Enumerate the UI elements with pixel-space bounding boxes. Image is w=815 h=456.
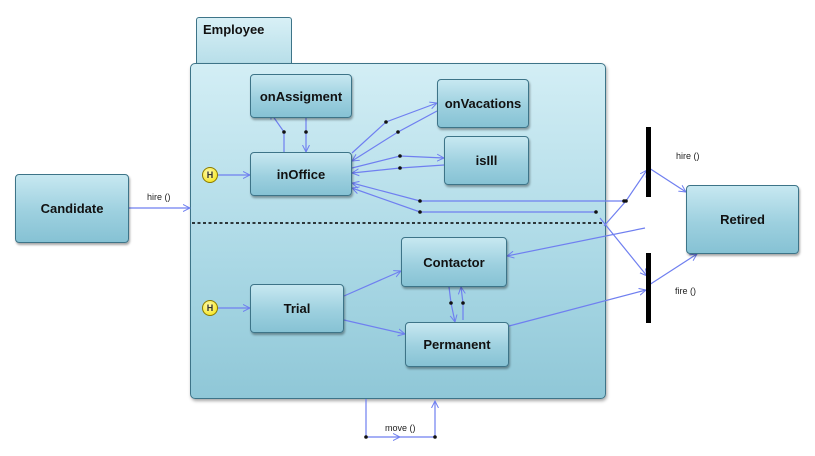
transition-isill-inoffice: [352, 164, 445, 173]
history-icon-upper[interactable]: H: [202, 167, 218, 183]
state-permanent[interactable]: Permanent: [405, 322, 509, 367]
state-contractor-label: Contactor: [423, 254, 485, 270]
transition-inoffice-onassignment: [270, 112, 285, 152]
label-hire-retired: hire (): [676, 151, 700, 161]
transition-to-hire-bar: [603, 170, 647, 227]
label-hire-candidate: hire (): [147, 192, 171, 202]
state-inoffice-label: inOffice: [276, 166, 326, 182]
state-retired[interactable]: Retired: [686, 185, 799, 254]
transition-trial-permanent: [343, 319, 405, 334]
history-marker-upper: H: [206, 170, 214, 180]
state-onassignment[interactable]: onAssigment: [250, 74, 352, 118]
state-trial-label: Trial: [283, 301, 311, 316]
history-marker-lower: H: [206, 303, 214, 313]
fire-sync-bar: [646, 253, 651, 323]
state-onassignment-label: onAssigment: [259, 88, 343, 104]
transition-inoffice-onvacations: [351, 103, 437, 154]
label-move: move (): [385, 423, 416, 433]
state-isill[interactable]: isIll: [444, 136, 529, 185]
state-inoffice[interactable]: inOffice: [250, 152, 352, 196]
employee-tab[interactable]: Employee: [196, 17, 292, 67]
hire-sync-bar: [646, 127, 651, 197]
state-contractor[interactable]: Contactor: [401, 237, 507, 287]
transition-to-fire-bar: [599, 217, 647, 276]
state-permanent-label: Permanent: [423, 337, 491, 352]
transition-hire-bar-retired: [648, 167, 686, 192]
state-onvacations-label: onVacations: [444, 96, 522, 111]
transition-to-contractor: [507, 227, 646, 256]
transition-permanent-fire-bar: [508, 290, 646, 327]
state-onvacations[interactable]: onVacations: [437, 79, 529, 128]
transition-return-inoffice-b: [352, 188, 596, 213]
history-icon-lower[interactable]: H: [202, 300, 218, 316]
state-isill-label: isIll: [475, 153, 498, 168]
transition-contractor-permanent: [448, 286, 455, 322]
state-trial[interactable]: Trial: [250, 284, 344, 333]
label-fire: fire (): [675, 286, 696, 296]
employee-title: Employee: [203, 22, 265, 37]
transition-fire-bar-retired: [648, 254, 697, 286]
transition-return-inoffice-a: [352, 183, 624, 202]
control-points: [282, 120, 628, 439]
state-retired-label: Retired: [720, 212, 765, 227]
state-candidate-label: Candidate: [40, 201, 104, 216]
state-candidate[interactable]: Candidate: [15, 174, 129, 243]
employee-composite-state[interactable]: [190, 63, 606, 399]
transition-trial-contractor: [343, 271, 401, 297]
